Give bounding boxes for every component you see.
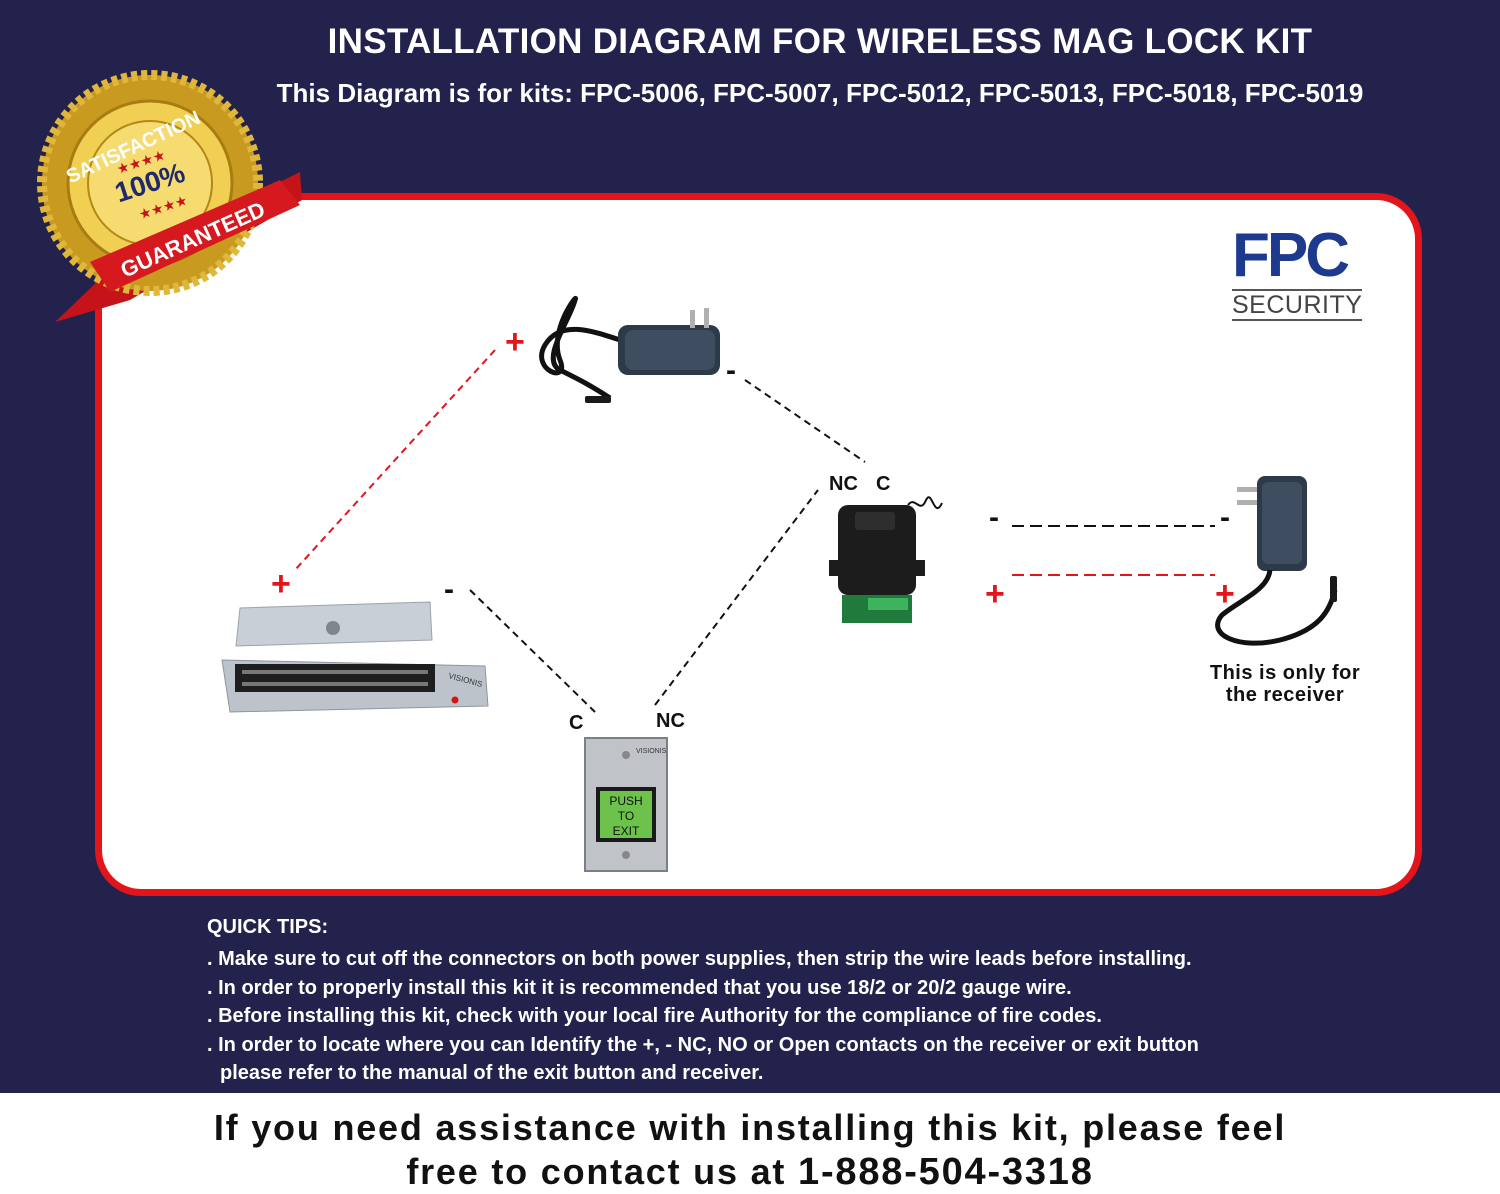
maglock-plus-label: + xyxy=(271,565,291,603)
plate-screw-icon xyxy=(622,751,630,759)
button-nc-label: NC xyxy=(656,710,685,732)
badge-ribbon xyxy=(90,180,300,292)
mag-lock: VISIONIS xyxy=(221,601,489,713)
receiver-psu-plus-label: + xyxy=(1215,575,1235,613)
footer-line2-prefix: free to contact us at xyxy=(406,1151,799,1192)
satisfaction-badge: SATISFACTION 100% ★★★★ ★★★★ GUARANTEED xyxy=(37,70,302,322)
receiver-minus-label: - xyxy=(989,501,999,534)
tip-item: . In order to properly install this kit … xyxy=(207,976,1072,999)
receiver-nc-label: NC xyxy=(829,473,858,495)
button-brand: VISIONIS xyxy=(636,748,667,755)
receiver-plug-prong-icon-2 xyxy=(1237,500,1257,505)
maglock-minus-label: - xyxy=(444,573,454,606)
quick-tips-heading: QUICK TIPS: xyxy=(207,916,329,938)
contact-footer: If you need assistance with installing t… xyxy=(0,1106,1500,1194)
receiver-dc-connector-icon xyxy=(1330,576,1337,602)
wireless-receiver xyxy=(829,496,943,623)
receiver-note-line1: This is only for xyxy=(1209,662,1361,684)
receiver-psu-cable-icon xyxy=(1215,569,1338,646)
tip-item: . Before installing this kit, check with… xyxy=(207,1005,1102,1027)
wire-psu-plus-to-maglock xyxy=(294,349,496,571)
maglock-core-line-2 xyxy=(242,682,428,686)
wiring-diagram: SATISFACTION 100% ★★★★ ★★★★ GUARANTEED xyxy=(37,70,1338,872)
phone-number: 1-888-504-3318 xyxy=(798,1151,1094,1193)
power-supply-receiver xyxy=(1215,476,1338,646)
maglock-led-icon xyxy=(451,696,459,704)
fpc-security-logo: FPC SECURITY xyxy=(1232,225,1372,321)
plug-prong-icon-2 xyxy=(704,308,709,328)
receiver-psu-face xyxy=(1262,482,1302,564)
logo-tagline: SECURITY xyxy=(1232,289,1363,321)
tip-item: . In order to locate where you can Ident… xyxy=(207,1033,1199,1056)
power-supply-cable-icon xyxy=(539,295,621,401)
receiver-note: This is only for the receiver xyxy=(1180,662,1390,706)
receiver-plus-label: + xyxy=(985,575,1005,613)
push-label: PUSH xyxy=(609,794,642,808)
maglock-face xyxy=(235,664,435,692)
psu-plus-label: + xyxy=(505,323,525,361)
to-label: TO xyxy=(618,809,634,823)
terminal-block-icon xyxy=(868,598,908,610)
button-c-label: C xyxy=(569,712,584,734)
maglock-core-line xyxy=(242,670,428,674)
logo-brand: FPC xyxy=(1232,221,1350,290)
page-subtitle: This Diagram is for kits: FPC-5006, FPC-… xyxy=(276,78,1364,108)
footer-line1: If you need assistance with installing t… xyxy=(213,1107,1287,1148)
plug-prong-icon xyxy=(690,310,695,328)
exit-label: EXIT xyxy=(613,824,640,838)
diagram-panel xyxy=(95,193,1422,896)
receiver-c-label: C xyxy=(876,473,891,495)
armature-bolt xyxy=(326,621,340,635)
wire-button-nc-to-receiver-nc xyxy=(654,489,819,706)
push-to-exit-face xyxy=(600,791,652,838)
antenna-icon xyxy=(907,496,943,510)
exit-button: VISIONIS PUSH TO EXIT xyxy=(584,737,668,872)
tip-item: . Make sure to cut off the connectors on… xyxy=(207,948,1192,970)
receiver-psu-minus-label: - xyxy=(1220,501,1230,534)
wire-psu-minus-to-receiver xyxy=(744,379,866,463)
receiver-plug-prong-icon xyxy=(1237,487,1257,492)
tip-item: please refer to the manual of the exit b… xyxy=(220,1062,764,1084)
plate-screw-icon-2 xyxy=(622,851,630,859)
receiver-mount-tab xyxy=(829,560,838,576)
receiver-window xyxy=(855,512,895,530)
page-title: INSTALLATION DIAGRAM FOR WIRELESS MAG LO… xyxy=(327,22,1313,61)
power-supply-lock xyxy=(539,295,720,403)
dc-connector-icon xyxy=(585,396,611,403)
receiver-note-line2: the receiver xyxy=(1225,684,1345,706)
receiver-mount-tab-2 xyxy=(916,560,925,576)
power-supply-face xyxy=(625,330,715,370)
wire-maglock-minus-to-button-c xyxy=(469,589,596,713)
quick-tips: QUICK TIPS: . Make sure to cut off the c… xyxy=(207,916,1199,1088)
psu-minus-label: - xyxy=(726,354,736,387)
footer-line2: free to contact us at 1-888-504-3318 xyxy=(0,1150,1500,1194)
